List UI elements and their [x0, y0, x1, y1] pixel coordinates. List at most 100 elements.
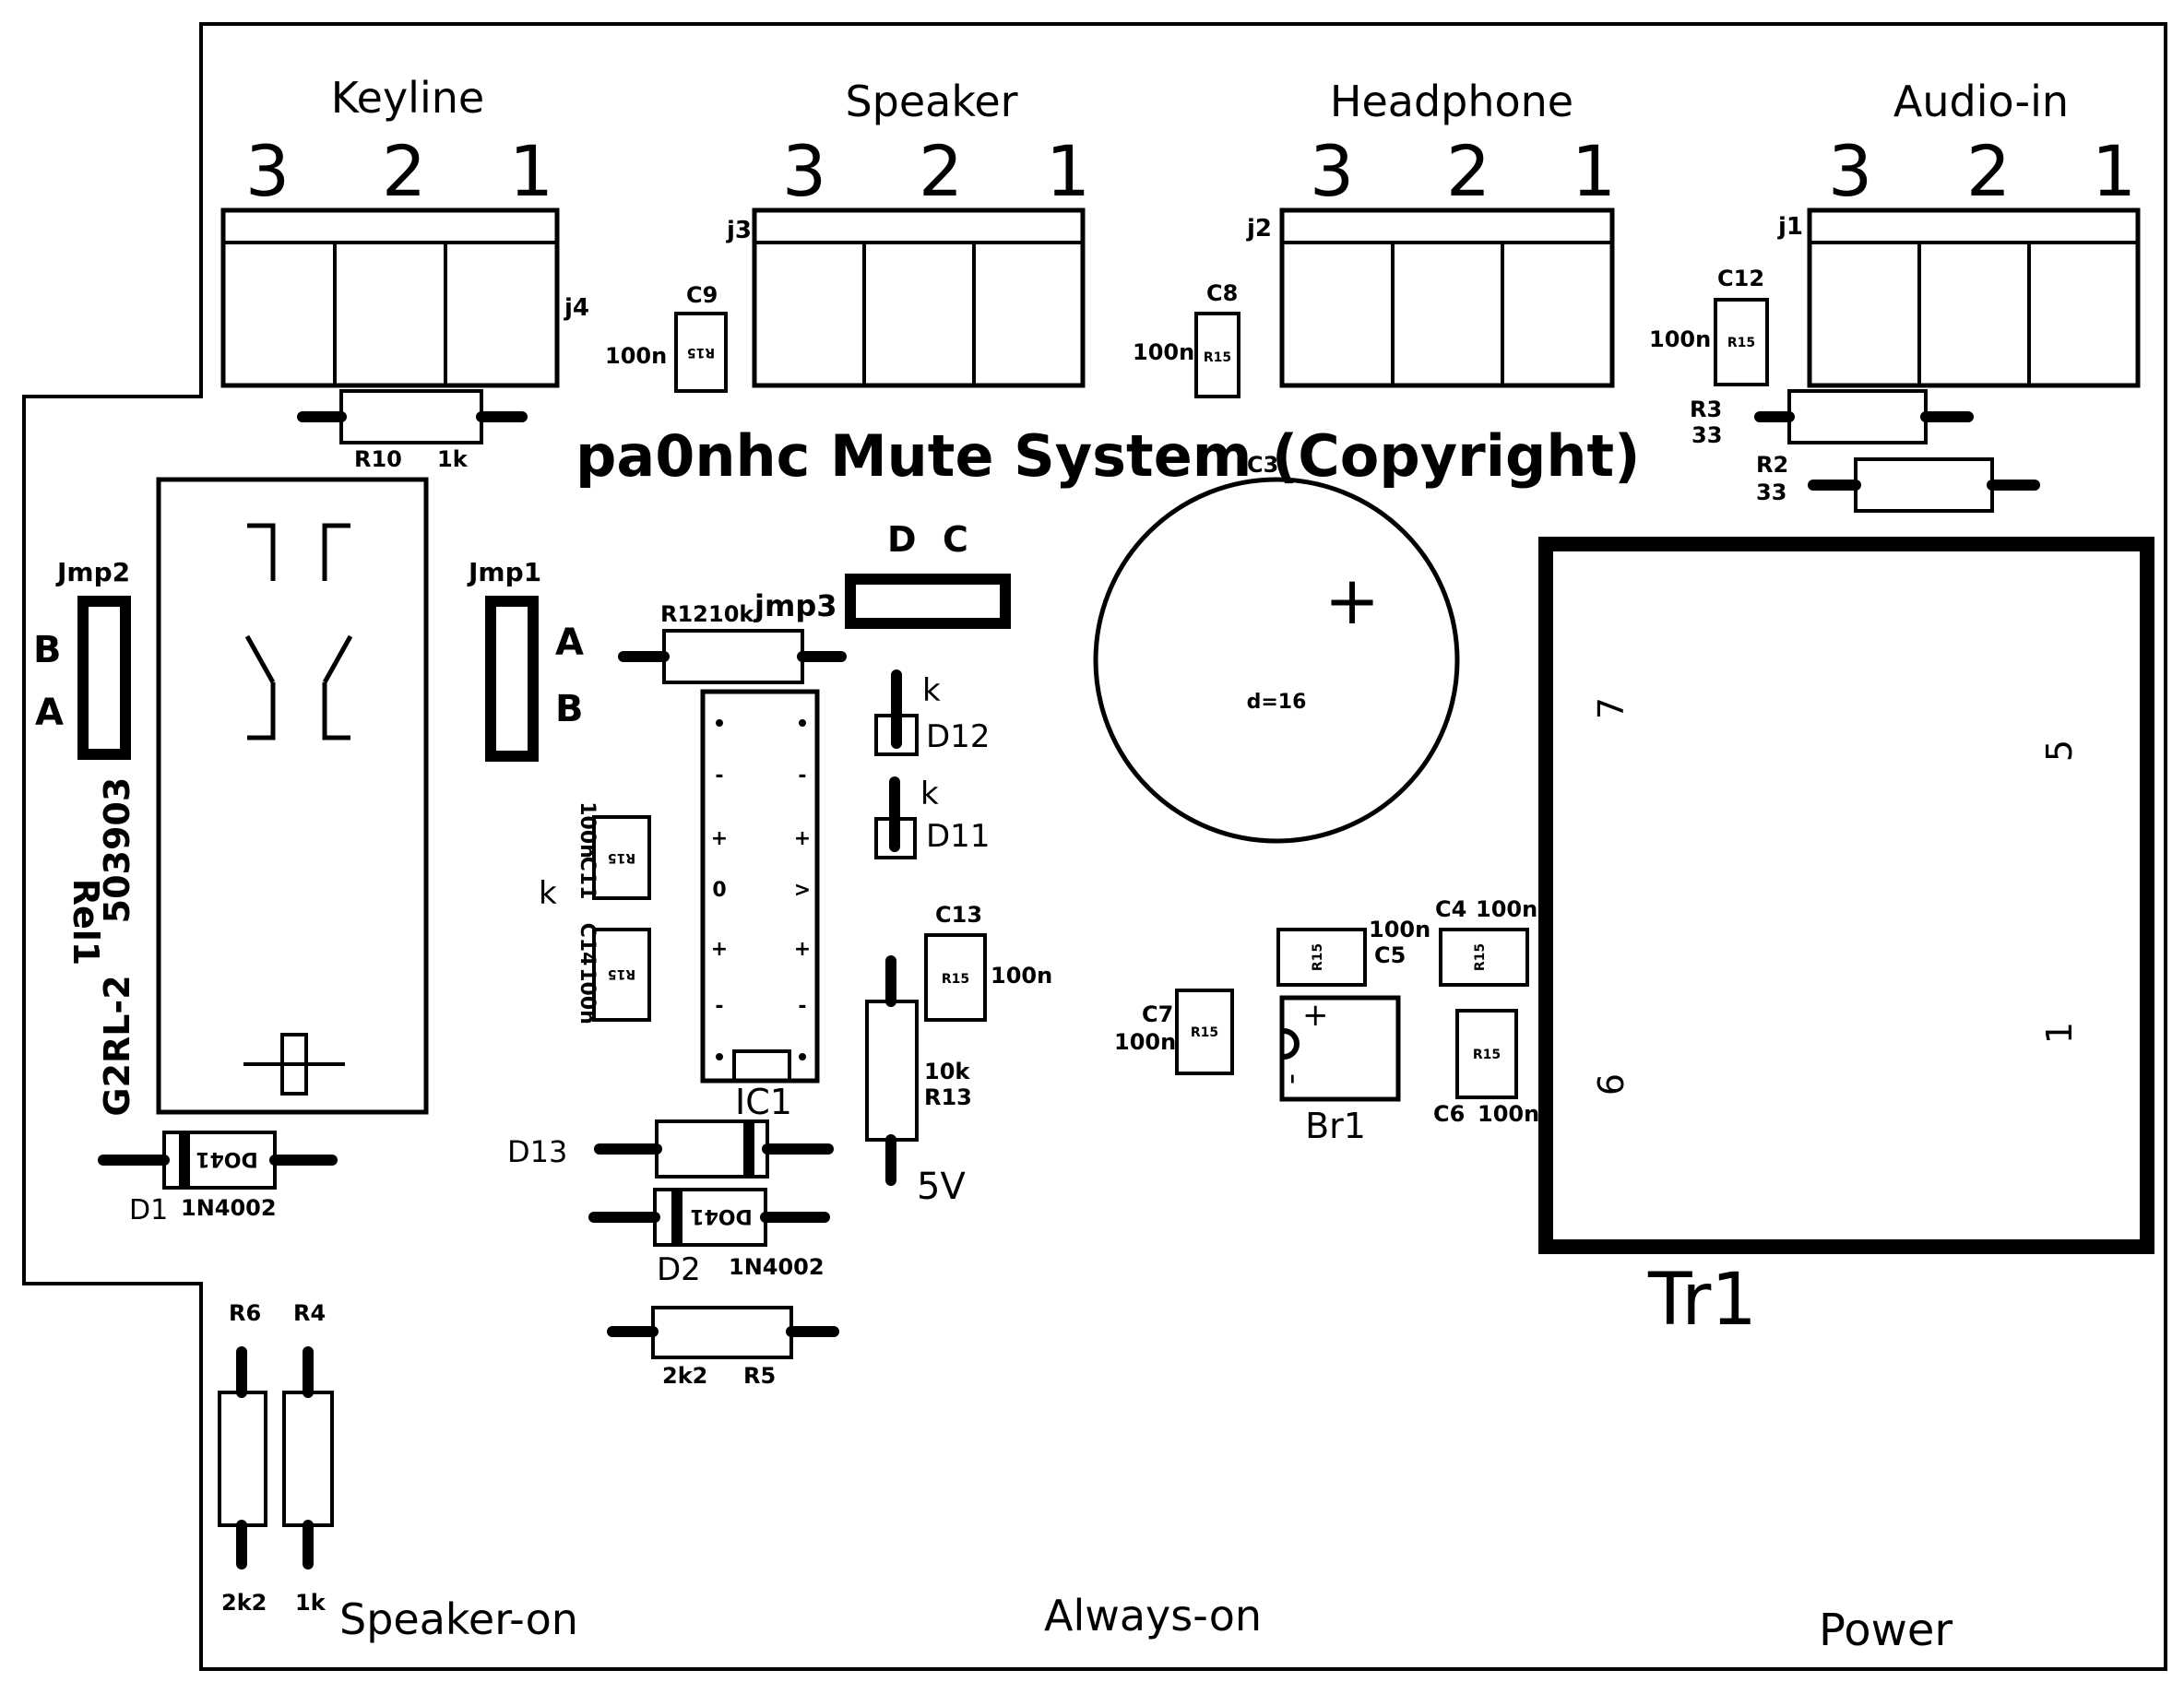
ref-c8: C8 — [1206, 280, 1238, 306]
board-outline — [22, 22, 2167, 1671]
headphone-pin-2: 2 — [1446, 130, 1490, 212]
supply-label: 5V — [917, 1166, 966, 1208]
ref-jmp2: Jmp2 — [55, 557, 130, 587]
ref-c7: C7 — [1142, 1001, 1173, 1027]
ref-jmp1: Jmp1 — [467, 557, 541, 587]
ref-d12: D12 — [926, 718, 990, 755]
ref-c3: C3 — [1247, 452, 1278, 478]
ref-c5: C5 — [1374, 942, 1406, 968]
ref-tr1: Tr1 — [1647, 1259, 1757, 1342]
diode-d13 — [594, 1119, 834, 1179]
value-r4: 1k — [295, 1590, 326, 1616]
ref-r5: R5 — [743, 1363, 776, 1389]
power-label: Power — [1819, 1605, 1953, 1656]
resistor-r4 — [282, 1346, 334, 1569]
value-c14: 100n — [576, 967, 599, 1025]
value-c6: 100n — [1478, 1101, 1539, 1127]
body-d1: DO41 — [196, 1147, 258, 1170]
ref-r3: R3 — [1690, 397, 1722, 422]
tr1-pin-5: 5 — [2039, 740, 2080, 762]
capacitor-c9-body — [674, 312, 728, 393]
jmp3-right: C — [943, 519, 968, 560]
body-d2: DO41 — [690, 1204, 753, 1227]
body-c14: R15 — [608, 966, 635, 981]
c3-size: d=16 — [1247, 691, 1307, 714]
resistor-r3 — [1754, 389, 1974, 444]
value-c4: 100n — [1476, 896, 1537, 922]
ic1-right-pin-1: - — [798, 764, 806, 788]
bridge-polarity-mark — [1283, 1028, 1300, 1060]
value-r3: 33 — [1691, 422, 1722, 448]
tr1-pin-7: 7 — [1591, 697, 1632, 719]
body-c9: R15 — [687, 345, 715, 360]
speaker-heading: Speaker — [845, 77, 1017, 126]
connector-speaker — [752, 207, 1086, 388]
resistor-r6 — [218, 1346, 267, 1569]
ref-r13: R13 — [924, 1084, 972, 1110]
capacitor-c3-body — [1093, 477, 1460, 844]
capacitor-c12-body — [1714, 298, 1769, 386]
value-c8: 100n — [1133, 339, 1194, 365]
capacitor-c5-body — [1276, 928, 1367, 987]
relay-ref: Rel1 — [65, 879, 106, 966]
value-c12: 100n — [1649, 326, 1711, 352]
resistor-r2 — [1808, 457, 2040, 513]
jmp2-top: B — [33, 629, 62, 671]
body-c8: R15 — [1204, 350, 1231, 365]
diode-d11 — [874, 776, 917, 859]
relay-rel1 — [156, 477, 429, 1115]
capacitor-c8-body — [1194, 312, 1240, 398]
ic1-side-label: k — [539, 875, 557, 912]
speaker-pin-3: 3 — [782, 130, 826, 212]
diode-d2 — [588, 1188, 830, 1247]
ic1-pads — [716, 719, 806, 1060]
body-c5: R15 — [1311, 943, 1325, 971]
value-c5: 100n — [1369, 917, 1430, 942]
ref-j2: j2 — [1246, 215, 1272, 243]
value-r5: 2k2 — [662, 1363, 707, 1389]
relay-number: 503903 — [97, 777, 137, 924]
value-c11: 100n — [576, 801, 599, 859]
speaker-on-label: Speaker-on — [339, 1594, 578, 1644]
capacitor-c14-body — [592, 928, 651, 1022]
jmp3-left: D — [887, 519, 917, 560]
c3-polarity: + — [1324, 562, 1380, 639]
board-title: pa0nhc Mute System (Copyright) — [576, 422, 1640, 490]
ref-c14: C14 — [576, 923, 599, 966]
ic-ic1 — [700, 689, 820, 1084]
speaker-pin-2: 2 — [919, 130, 963, 212]
bridge-br1 — [1279, 995, 1401, 1102]
ref-c11: C11 — [576, 857, 599, 900]
ref-j1: j1 — [1777, 213, 1803, 241]
keyline-heading: Keyline — [331, 73, 484, 123]
connector-keyline — [220, 207, 560, 388]
value-r13: 10k — [924, 1059, 970, 1084]
ic1-left-pin-3: 0 — [712, 879, 726, 902]
ic1-left-pin-4: + — [711, 938, 728, 961]
jmp1-bottom: B — [555, 688, 584, 730]
ref-c6: C6 — [1433, 1101, 1465, 1127]
ic1-right-pin-3: > — [794, 879, 811, 902]
jumper-jmp1 — [485, 596, 539, 762]
bridge-plus: + — [1302, 997, 1329, 1034]
audio-in-pin-1: 1 — [2092, 130, 2136, 212]
ref-d13: D13 — [507, 1134, 567, 1169]
bridge-minus: - — [1276, 1073, 1312, 1084]
diode-d12 — [874, 669, 919, 756]
keyline-pin-3: 3 — [245, 130, 290, 212]
ic1-left-pin-1: - — [715, 764, 723, 788]
diode-d1 — [98, 1131, 338, 1190]
audio-in-pin-3: 3 — [1828, 130, 1872, 212]
audio-in-heading: Audio-in — [1893, 77, 2069, 126]
body-c7: R15 — [1191, 1025, 1218, 1040]
body-c12: R15 — [1727, 336, 1755, 350]
ref-j3: j3 — [726, 217, 752, 244]
speaker-pin-1: 1 — [1046, 130, 1090, 212]
ref-r2: R2 — [1756, 452, 1788, 478]
value-r6: 2k2 — [221, 1590, 267, 1616]
headphone-pin-1: 1 — [1572, 130, 1616, 212]
tr1-pin-6: 6 — [1591, 1073, 1632, 1096]
resistor-r10 — [297, 389, 528, 444]
value-c13: 100n — [991, 963, 1052, 989]
